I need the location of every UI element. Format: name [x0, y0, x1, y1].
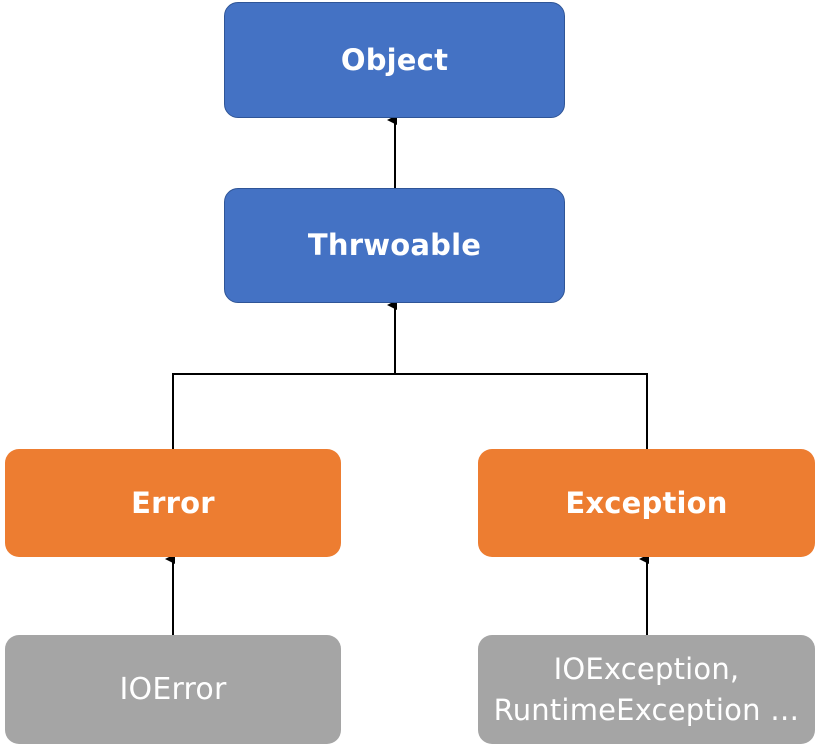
node-error: Error — [5, 449, 341, 557]
node-object: Object — [224, 2, 565, 118]
node-exception: Exception — [478, 449, 815, 557]
node-throwable-label: Thrwoable — [307, 228, 482, 263]
node-ioerror: IOError — [5, 635, 341, 744]
node-exception-label: Exception — [565, 485, 728, 520]
subclass-line-2: RuntimeException … — [493, 692, 800, 727]
node-exception-subclasses-label: IOException, RuntimeException … — [494, 649, 800, 730]
node-error-label: Error — [131, 485, 215, 520]
subclass-line-1: IOException, — [553, 651, 740, 686]
node-throwable: Thrwoable — [224, 188, 565, 303]
node-exception-subclasses: IOException, RuntimeException … — [478, 635, 815, 744]
node-ioerror-label: IOError — [119, 671, 227, 707]
connector-exception-to-throwable — [395, 373, 648, 449]
node-object-label: Object — [340, 42, 449, 77]
connector-error-to-throwable — [172, 373, 395, 449]
